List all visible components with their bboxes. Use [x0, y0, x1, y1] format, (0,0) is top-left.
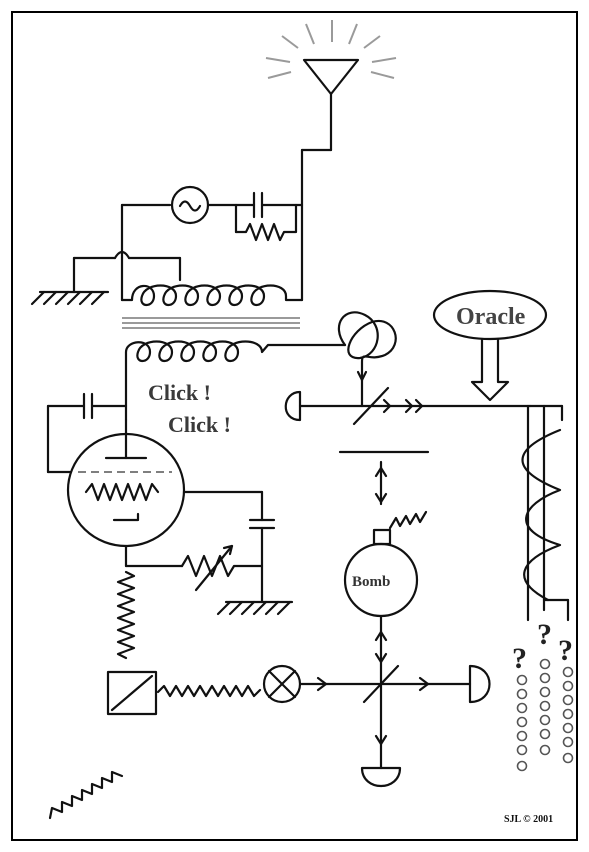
- click-label-1: Click !: [148, 380, 211, 405]
- click-label-2: Click !: [168, 412, 231, 437]
- oracle-bubble: [432, 289, 548, 402]
- feedback-capacitor: [46, 392, 128, 474]
- tube-bias-network: [124, 490, 294, 616]
- knot-loop: [337, 311, 397, 382]
- vacuum-tube: [66, 418, 264, 568]
- copyright-label: SJL © 2001: [504, 814, 553, 825]
- transformer-core: [122, 317, 300, 329]
- frame-border: [11, 11, 578, 841]
- polarizer-box: [106, 670, 158, 716]
- antenna-icon: [265, 20, 397, 302]
- twisted-cable: [521, 404, 570, 622]
- detector-right-icon: [468, 664, 491, 704]
- spring-vertical: [116, 570, 136, 660]
- bomb-assembly: [338, 450, 430, 770]
- ground-icon-2: [216, 600, 294, 616]
- spring-diagonal: [48, 770, 124, 820]
- question-mark-1: ?: [512, 642, 527, 675]
- oracle-label: Oracle: [456, 304, 526, 330]
- bubble-columns: [516, 658, 574, 772]
- beam-splitter-lower: [362, 664, 400, 704]
- spring-horizontal: [156, 684, 262, 698]
- ground-icon: [30, 290, 110, 306]
- lower-beam-path: [298, 664, 491, 788]
- question-mark-3: ?: [558, 634, 573, 667]
- variable-resistor-icon: [180, 554, 264, 578]
- fuse-spring: [388, 510, 428, 530]
- upper-beam-path: [284, 378, 532, 426]
- oscillator-network: [120, 185, 304, 260]
- bomb-label: Bomb: [352, 574, 390, 590]
- question-mark-2: ?: [537, 618, 552, 651]
- beam-splitter-upper: [352, 386, 390, 426]
- detector-icon: [284, 390, 302, 422]
- detector-bottom-icon: [360, 766, 402, 788]
- primary-coil: [30, 250, 304, 307]
